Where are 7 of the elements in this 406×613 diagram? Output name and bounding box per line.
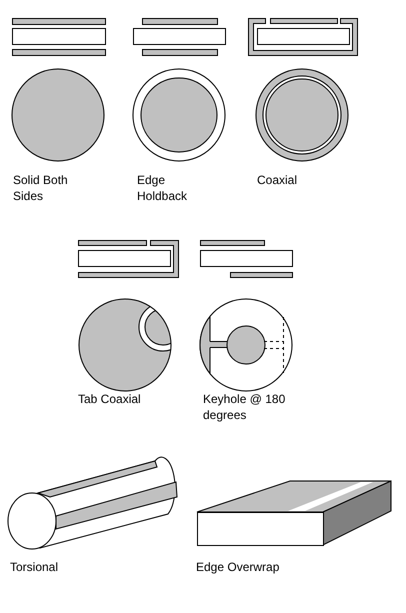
caption: Edge Holdback — [137, 172, 188, 204]
caption: Edge Overwrap — [196, 559, 280, 575]
caption: Tab Coaxial — [78, 391, 142, 407]
caption: Solid Both Sides — [13, 172, 69, 204]
caption: Torsional — [10, 559, 60, 575]
caption: Keyhole @ 180 degrees — [203, 391, 286, 423]
caption: Coaxial — [257, 172, 298, 188]
